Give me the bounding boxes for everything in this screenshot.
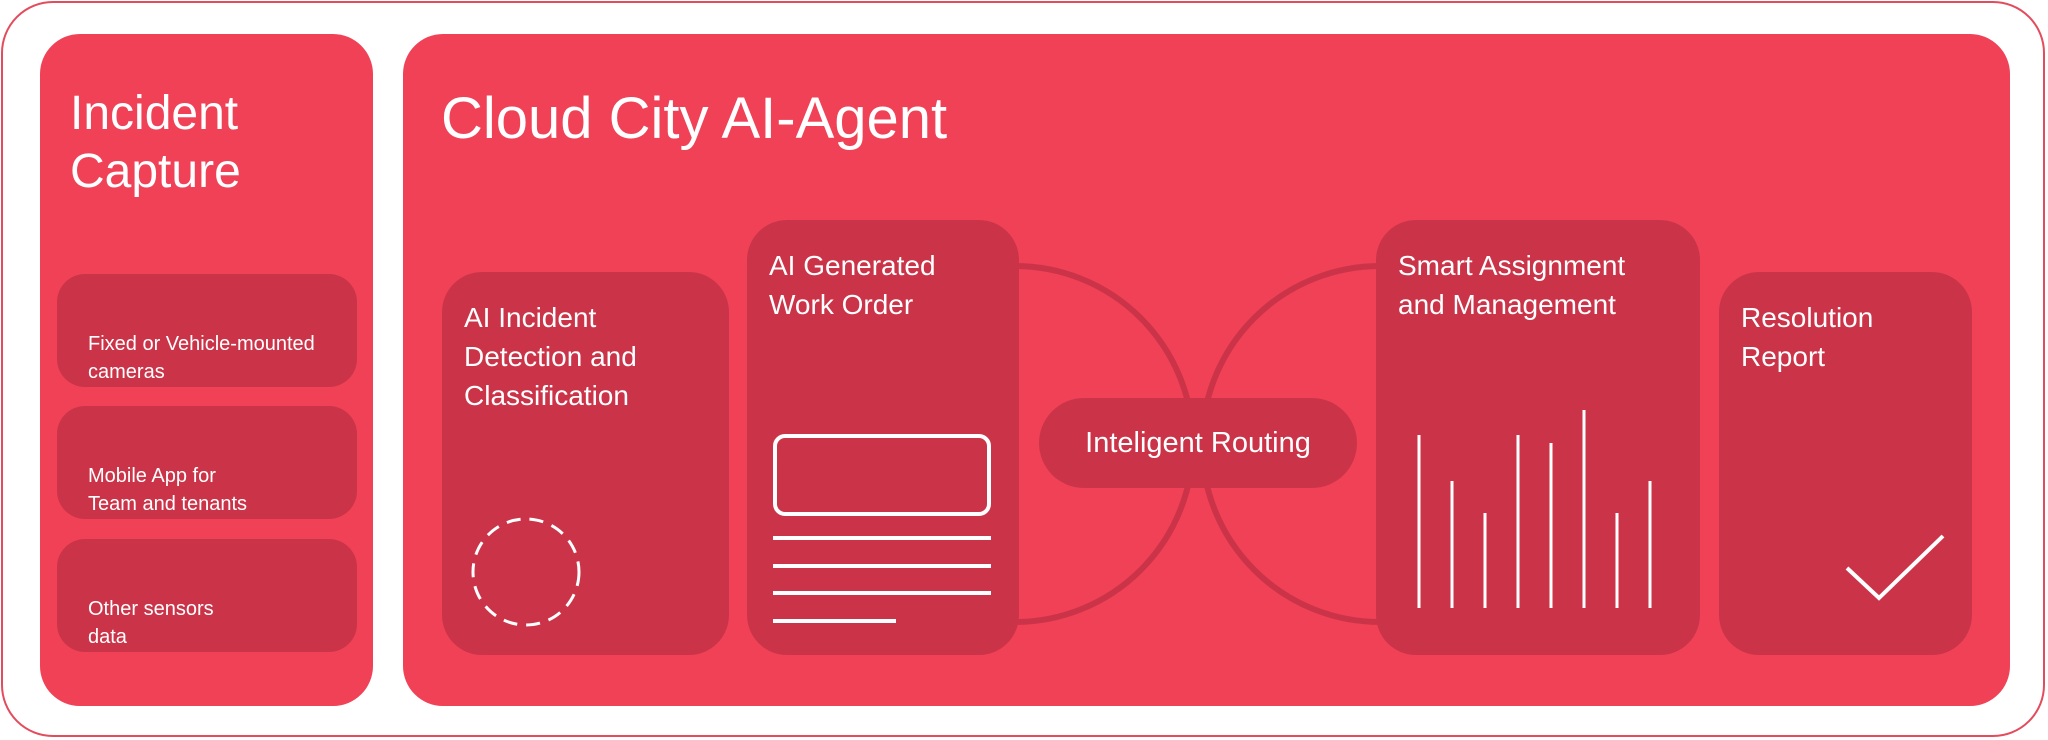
bar-chart-icon [1417, 410, 1652, 608]
source-card-cameras[interactable]: Fixed or Vehicle-mounted cameras [57, 274, 357, 387]
ai-agent-panel: Cloud City AI-Agent AI Incident Detectio… [403, 34, 2010, 706]
ai-agent-title: Cloud City AI-Agent [441, 86, 948, 151]
source-card-sensors[interactable]: Other sensors data [57, 539, 357, 652]
routing-label: Inteligent Routing [1085, 426, 1311, 459]
dashed-circle-icon [471, 517, 581, 627]
stage-label-assignment: Smart Assignment and Management [1398, 250, 1626, 320]
source-label: Mobile App for Team and tenants [88, 465, 247, 515]
checkmark-icon [1845, 534, 1945, 601]
stage-card-assignment[interactable]: Smart Assignment and Management [1376, 220, 1700, 655]
stage-card-detection[interactable]: AI Incident Detection and Classification [442, 272, 729, 655]
source-card-mobile-app[interactable]: Mobile App for Team and tenants [57, 406, 357, 519]
source-label: Other sensors data [88, 598, 214, 648]
incident-capture-title: Incident Capture [70, 87, 241, 198]
stage-card-report[interactable]: Resolution Report [1719, 272, 1972, 655]
document-icon [773, 434, 991, 623]
stage-label-detection: AI Incident Detection and Classification [464, 302, 637, 411]
incident-capture-panel: Incident Capture Fixed or Vehicle-mounte… [40, 34, 373, 706]
stage-card-work-order[interactable]: AI Generated Work Order [747, 220, 1019, 655]
source-label: Fixed or Vehicle-mounted cameras [88, 333, 315, 383]
intelligent-routing-pill[interactable]: Inteligent Routing [1039, 398, 1357, 488]
stage-label-report: Resolution Report [1741, 302, 1874, 372]
stage-label-work-order: AI Generated Work Order [769, 250, 936, 320]
